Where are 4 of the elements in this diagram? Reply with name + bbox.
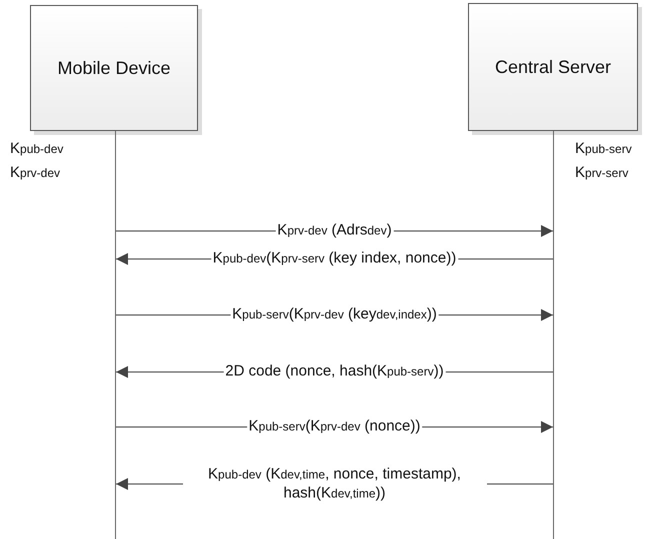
lifeline (553, 131, 554, 539)
lifeline (115, 131, 116, 539)
participant-name: Central Server (494, 56, 612, 78)
participant-name: Mobile Device (57, 58, 171, 78)
